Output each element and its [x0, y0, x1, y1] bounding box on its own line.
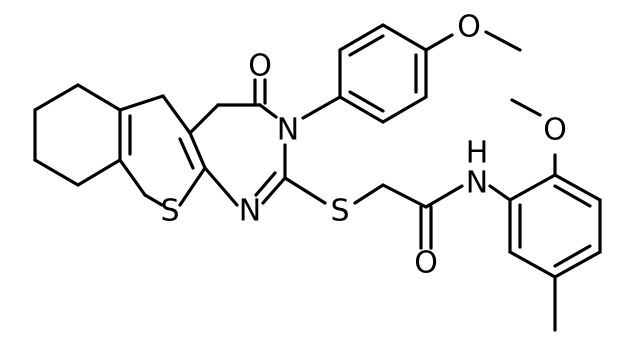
bond [203, 166, 239, 207]
bond [33, 158, 80, 187]
carbonyl-oxygen-label: O [248, 49, 272, 84]
bond [553, 244, 592, 268]
amide-oxygen-label: O [414, 246, 438, 281]
bond [338, 95, 385, 124]
amide-hydrogen-label: H [466, 136, 489, 171]
bond [488, 184, 512, 202]
bond [188, 131, 207, 170]
bond [261, 176, 287, 205]
methoxy-oxygen-anilide-label: O [543, 113, 567, 148]
bond [76, 83, 122, 112]
bond [254, 171, 277, 197]
thioether-sulfur-label: S [330, 194, 349, 229]
amide-nitrogen-label: N [466, 166, 488, 201]
bond [508, 173, 557, 202]
bond [510, 98, 542, 117]
bond [553, 250, 602, 279]
ring-nitrogen-3-label: N [277, 113, 299, 148]
bond [381, 23, 428, 52]
bond [553, 173, 602, 202]
bond [553, 184, 592, 208]
bond [118, 94, 165, 112]
thiophene-sulfur-label: S [160, 194, 179, 229]
bond [338, 23, 385, 52]
bond [188, 103, 220, 135]
bond [484, 30, 522, 52]
bond [424, 33, 454, 52]
bond [283, 176, 327, 205]
bond [178, 166, 207, 207]
bond [508, 250, 557, 279]
bond [381, 183, 428, 209]
bond [118, 158, 147, 197]
bond [76, 158, 122, 187]
bond [381, 95, 428, 124]
bond [353, 183, 385, 205]
bond [301, 95, 342, 120]
bond [348, 34, 385, 57]
bond [258, 103, 278, 119]
ring-nitrogen-1-label: N [239, 194, 261, 229]
bond [348, 90, 385, 113]
bond [178, 137, 195, 170]
methoxy-oxygen-top-label: O [457, 10, 481, 45]
bond [161, 94, 192, 135]
bond [33, 83, 80, 112]
bond [143, 193, 164, 207]
bond [424, 184, 464, 209]
